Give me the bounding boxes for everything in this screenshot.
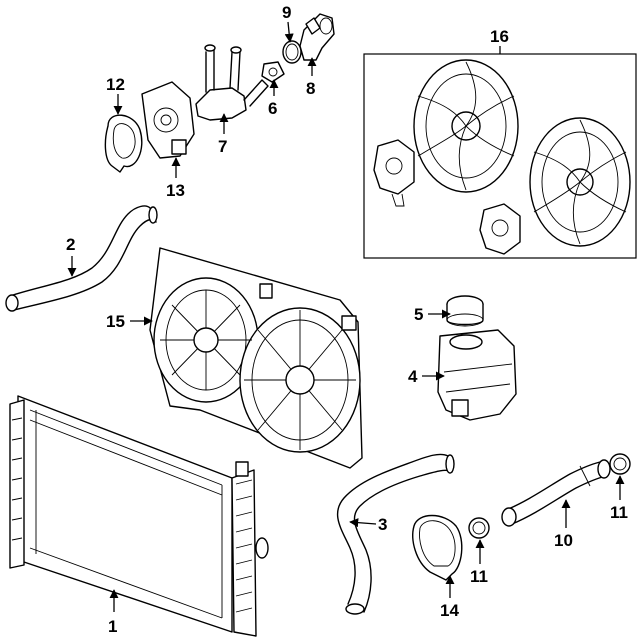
callout-4: 4 (408, 367, 418, 386)
thermostat-housing (141, 81, 195, 159)
callout-9: 9 (282, 3, 291, 22)
callout-5: 5 (414, 305, 423, 324)
callout-labels: 1 2 3 4 5 6 7 8 9 10 11 11 12 13 14 15 1… (66, 3, 628, 636)
callout-11-right: 11 (610, 503, 628, 522)
callout-7: 7 (218, 137, 227, 156)
callout-2: 2 (66, 235, 75, 254)
upper-radiator-hose (5, 205, 158, 312)
fan-blade-upper (413, 59, 519, 193)
o-ring-11-right (609, 453, 631, 475)
coolant-reservoir (437, 329, 517, 421)
lower-radiator-hose (336, 453, 455, 615)
callout-6: 6 (268, 99, 277, 118)
o-ring-11-left (468, 517, 490, 539)
fan-motor-upper (373, 139, 415, 207)
fan-motor-lower (479, 203, 521, 255)
callout-3: 3 (378, 515, 387, 534)
callout-1: 1 (108, 617, 117, 636)
leader-lines (67, 21, 625, 612)
callout-13: 13 (166, 181, 185, 200)
callout-10: 10 (554, 531, 573, 550)
coolant-pipe (501, 459, 611, 527)
o-ring-9 (282, 40, 302, 64)
water-pump-gasket (412, 514, 463, 581)
leader-3 (349, 518, 377, 528)
radiator (9, 395, 269, 637)
thermostat-seal (104, 114, 143, 173)
callout-14: 14 (440, 601, 459, 620)
leader-9 (284, 21, 294, 43)
fan-blade-lower (529, 117, 631, 247)
water-outlet (195, 44, 269, 121)
callout-8: 8 (306, 79, 315, 98)
callout-16: 16 (490, 27, 509, 46)
fan-shroud-assembly (149, 247, 363, 469)
callout-12: 12 (106, 75, 125, 94)
outlet-fitting (299, 13, 335, 61)
outlet-gasket (261, 61, 285, 83)
callout-15: 15 (106, 312, 125, 331)
reservoir-cap (446, 295, 484, 327)
callout-11-left: 11 (470, 567, 488, 586)
